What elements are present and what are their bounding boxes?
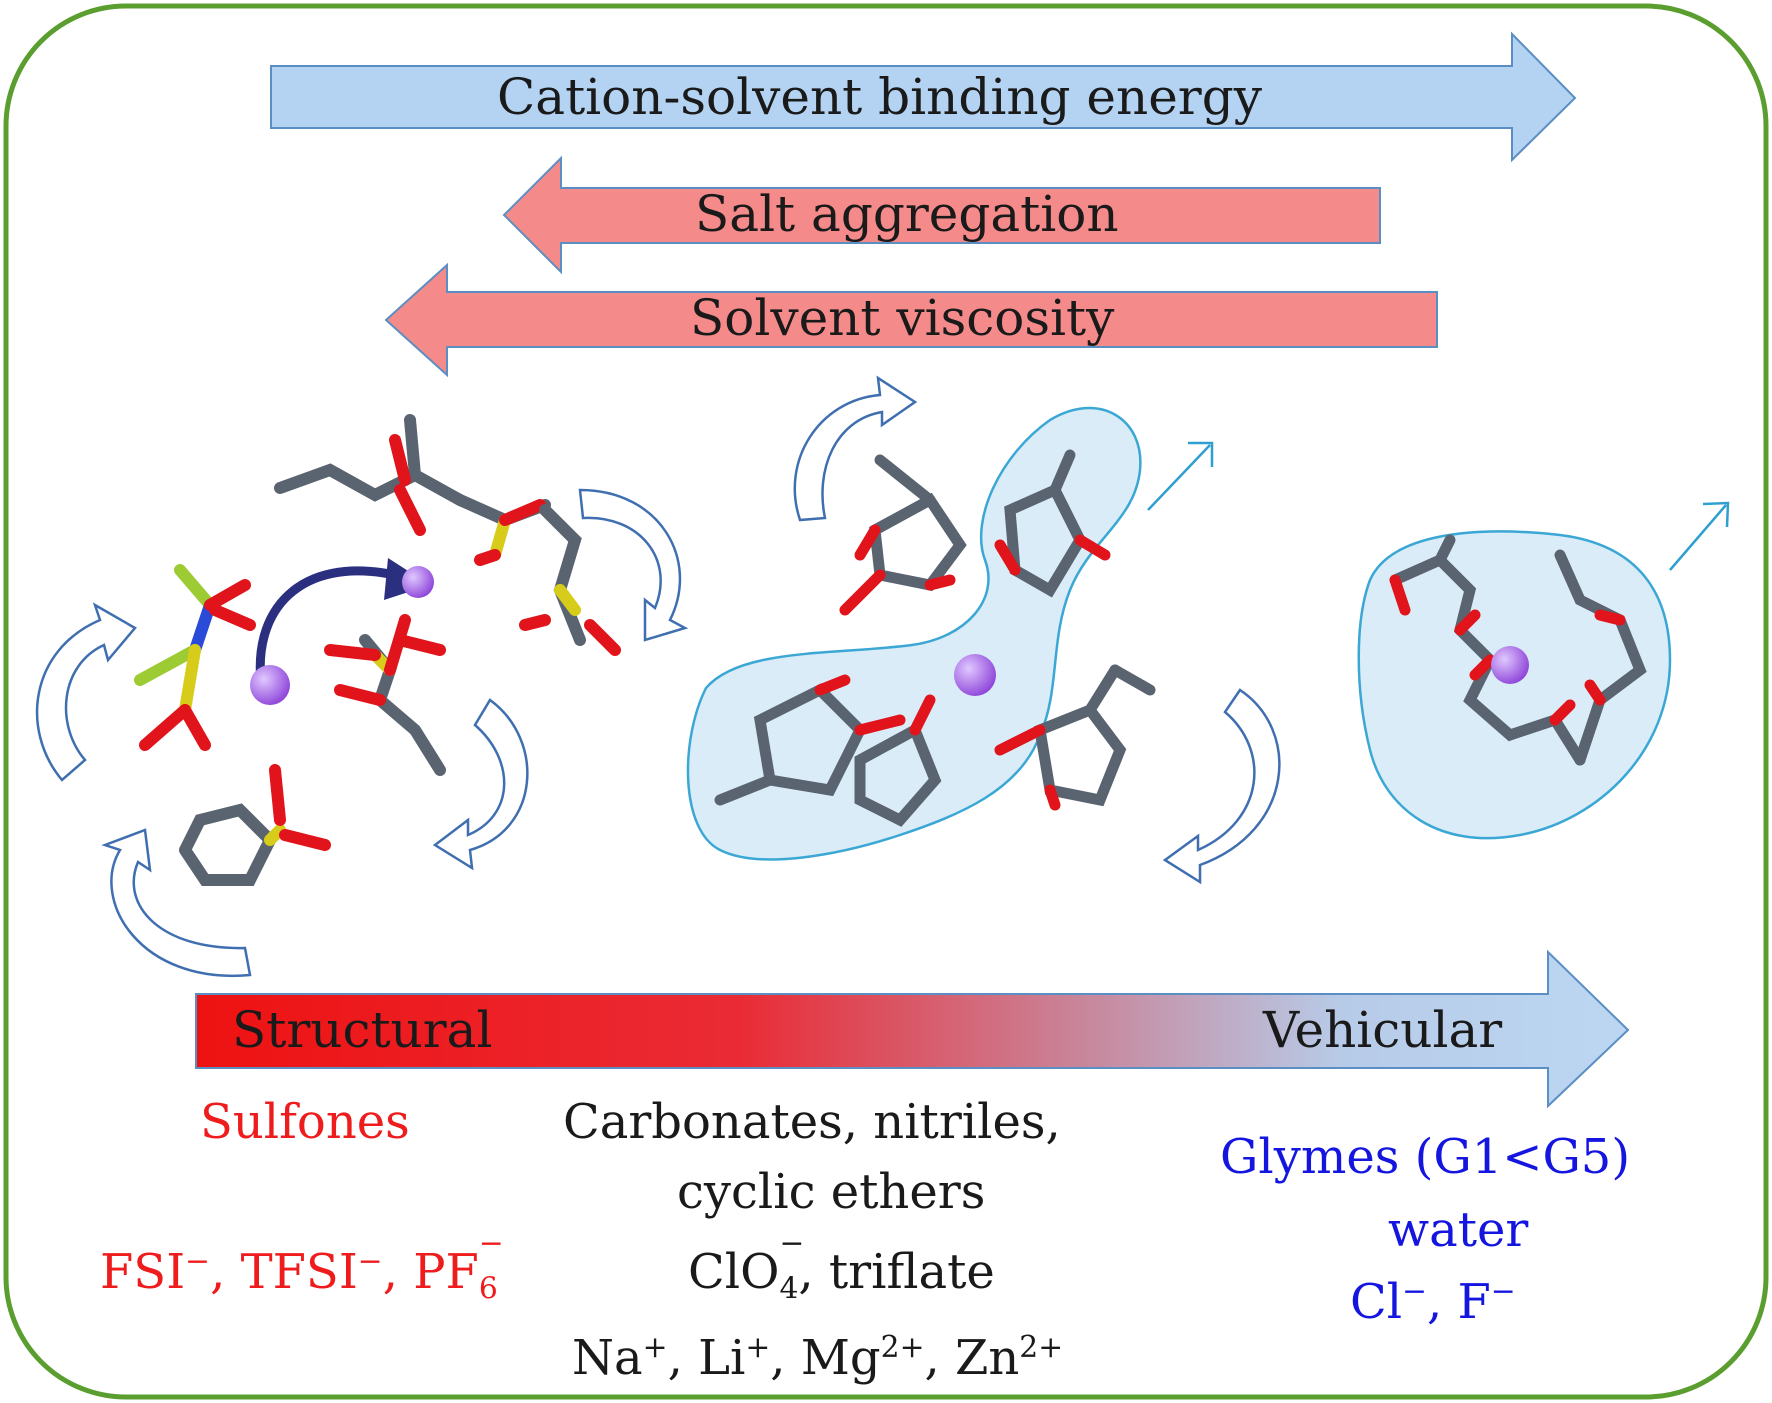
fsi-anion bbox=[134, 564, 256, 751]
diffusion-arrow-icon bbox=[1147, 441, 1730, 571]
rotation-arrow-icon bbox=[1162, 688, 1281, 885]
rotation-arrow-icon bbox=[578, 488, 689, 642]
middle-anions: ClO−4, triflate bbox=[688, 1225, 995, 1307]
sulfone-molecule bbox=[324, 614, 446, 776]
cation-sphere bbox=[250, 665, 290, 705]
carbonate-molecule bbox=[994, 664, 1156, 811]
sulfone-molecule bbox=[179, 764, 331, 886]
rotation-arrow-icon bbox=[432, 698, 529, 871]
solvent-viscosity-label: Solvent viscosity bbox=[690, 289, 1115, 347]
cation-sphere bbox=[954, 654, 996, 696]
structural-label: Structural bbox=[232, 1001, 493, 1059]
binding-energy-label: Cation-solvent binding energy bbox=[497, 68, 1262, 126]
sulfone-molecule bbox=[274, 414, 621, 656]
rotation-arrow-icon bbox=[101, 828, 252, 978]
solvent-viscosity-arrow bbox=[384, 262, 1438, 378]
rotation-arrow-icon bbox=[35, 602, 137, 782]
carbonate-molecule bbox=[839, 454, 967, 616]
structural-anions: FSI−, TFSI−, PF−6 bbox=[100, 1225, 504, 1307]
cation-sphere bbox=[402, 566, 434, 598]
salt-aggregation-arrow bbox=[502, 155, 1381, 275]
cations-list: Na+, Li+, Mg2+, Zn2+ bbox=[572, 1330, 1064, 1386]
water-label: water bbox=[1388, 1202, 1529, 1258]
vehicular-anions: Cl−, F− bbox=[1350, 1274, 1516, 1330]
glymes-label: Glymes (G1<G5) bbox=[1220, 1129, 1631, 1185]
sulfones-label: Sulfones bbox=[200, 1094, 410, 1150]
coordinated-carbonate bbox=[714, 449, 1111, 827]
rotation-arrows bbox=[35, 375, 1281, 978]
rotation-arrow-icon bbox=[793, 375, 918, 522]
binding-energy-arrow bbox=[270, 31, 1577, 163]
cyclic-ethers-label: cyclic ethers bbox=[677, 1164, 986, 1220]
frame bbox=[3, 3, 1769, 1400]
vehicular-label: Vehicular bbox=[1263, 1001, 1503, 1059]
carbonates-nitriles-label: Carbonates, nitriles, bbox=[563, 1094, 1061, 1150]
solvation-shell-carbonate bbox=[686, 406, 1142, 861]
glyme-molecule bbox=[1389, 534, 1647, 766]
salt-aggregation-label: Salt aggregation bbox=[695, 185, 1119, 243]
cation-sphere bbox=[1491, 646, 1529, 684]
mechanism-gradient-arrow bbox=[195, 949, 1630, 1109]
